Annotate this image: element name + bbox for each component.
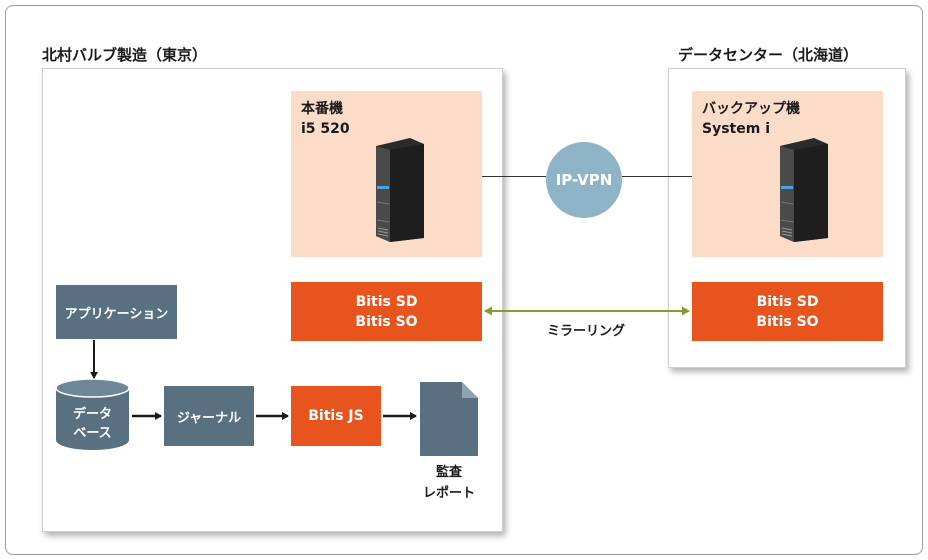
journal-box: ジャーナル	[164, 386, 254, 446]
primary-server-model: i5 520	[301, 121, 350, 137]
bitis-primary-line2: Bitis SO	[355, 313, 418, 330]
tokyo-site-title: 北村バルブ製造（東京）	[42, 46, 208, 64]
vpn-link-left	[482, 176, 546, 177]
backup-server-name: バックアップ機	[702, 101, 800, 117]
bitis-primary-line1: Bitis SD	[355, 293, 418, 310]
mirroring-label: ミラーリング	[546, 324, 625, 339]
report-label: 監査 レポート	[409, 462, 489, 504]
backup-server-label: バックアップ機 System i	[702, 99, 800, 139]
database-label-line1: データ	[72, 407, 112, 422]
report-document-icon	[420, 382, 478, 456]
bitis-backup-line1: Bitis SD	[756, 293, 819, 310]
vpn-link-right	[622, 176, 692, 177]
database-icon	[55, 378, 130, 450]
database-label: データ ベース	[55, 405, 130, 443]
database-label-line2: ベース	[73, 426, 112, 441]
ip-vpn-node: IP-VPN	[546, 142, 622, 218]
primary-server-name: 本番機	[301, 101, 343, 117]
bitis-js-box: Bitis JS	[291, 386, 381, 446]
bitis-js-label: Bitis JS	[308, 408, 364, 424]
bitis-backup-box: Bitis SD Bitis SO	[692, 282, 883, 341]
report-label-line2: レポート	[422, 486, 475, 501]
datacenter-site-title: データセンター（北海道）	[678, 46, 859, 64]
backup-server-icon	[780, 138, 828, 242]
primary-server-label: 本番機 i5 520	[301, 99, 350, 139]
backup-server-model: System i	[702, 121, 770, 137]
report-label-line1: 監査	[435, 465, 462, 480]
primary-server-icon	[376, 138, 424, 242]
bitis-backup-line2: Bitis SO	[756, 313, 819, 330]
application-box: アプリケーション	[56, 285, 177, 339]
bitis-primary-box: Bitis SD Bitis SO	[291, 282, 482, 341]
